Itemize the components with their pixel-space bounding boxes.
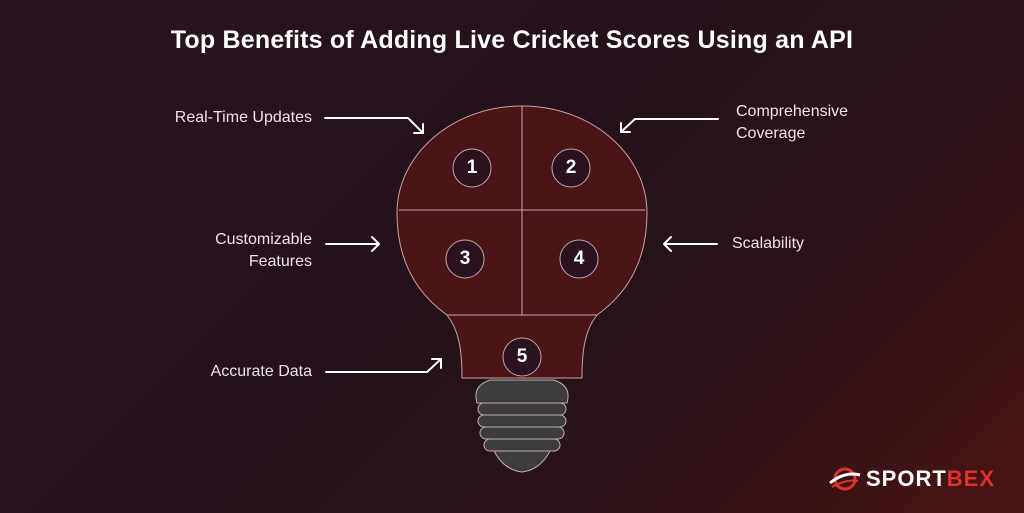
- circle-2: [551, 148, 591, 188]
- logo-bex-text: BEX: [946, 466, 996, 491]
- label-comprehensive-coverage: Comprehensive Coverage: [736, 101, 848, 145]
- circle-1: [452, 148, 492, 188]
- label-scalability: Scalability: [732, 235, 805, 252]
- sportbex-logo: SPORTBEX: [828, 465, 995, 493]
- label-line-2: Features: [248, 253, 312, 270]
- label-line-1: Customizable: [215, 231, 312, 248]
- label-accurate-data: Accurate Data: [210, 363, 312, 380]
- number-2: 2: [565, 157, 577, 178]
- label-customizable-features: Customizable Features: [150, 229, 312, 273]
- bulb-base: [475, 379, 569, 473]
- arrow-1-icon: [324, 117, 424, 134]
- label-real-time-updates: Real-Time Updates: [174, 109, 312, 126]
- arrow-4-icon: [663, 236, 718, 252]
- number-1: 1: [466, 157, 478, 178]
- arrow-3-icon: [325, 236, 380, 252]
- arrow-2-icon: [620, 118, 719, 133]
- circle-3: [445, 239, 485, 279]
- label-line-1: Comprehensive: [736, 103, 849, 120]
- logo-sport-text: SPORT: [866, 466, 947, 491]
- page-title: Top Benefits of Adding Live Cricket Scor…: [170, 26, 854, 54]
- globe-swoosh-icon: [829, 467, 861, 491]
- arrow-5-icon: [325, 358, 442, 373]
- circle-4: [559, 239, 599, 279]
- number-3: 3: [459, 248, 471, 269]
- circle-5: [502, 337, 542, 377]
- label-line-2: Coverage: [736, 125, 806, 142]
- number-5: 5: [516, 346, 528, 367]
- number-4: 4: [573, 248, 585, 269]
